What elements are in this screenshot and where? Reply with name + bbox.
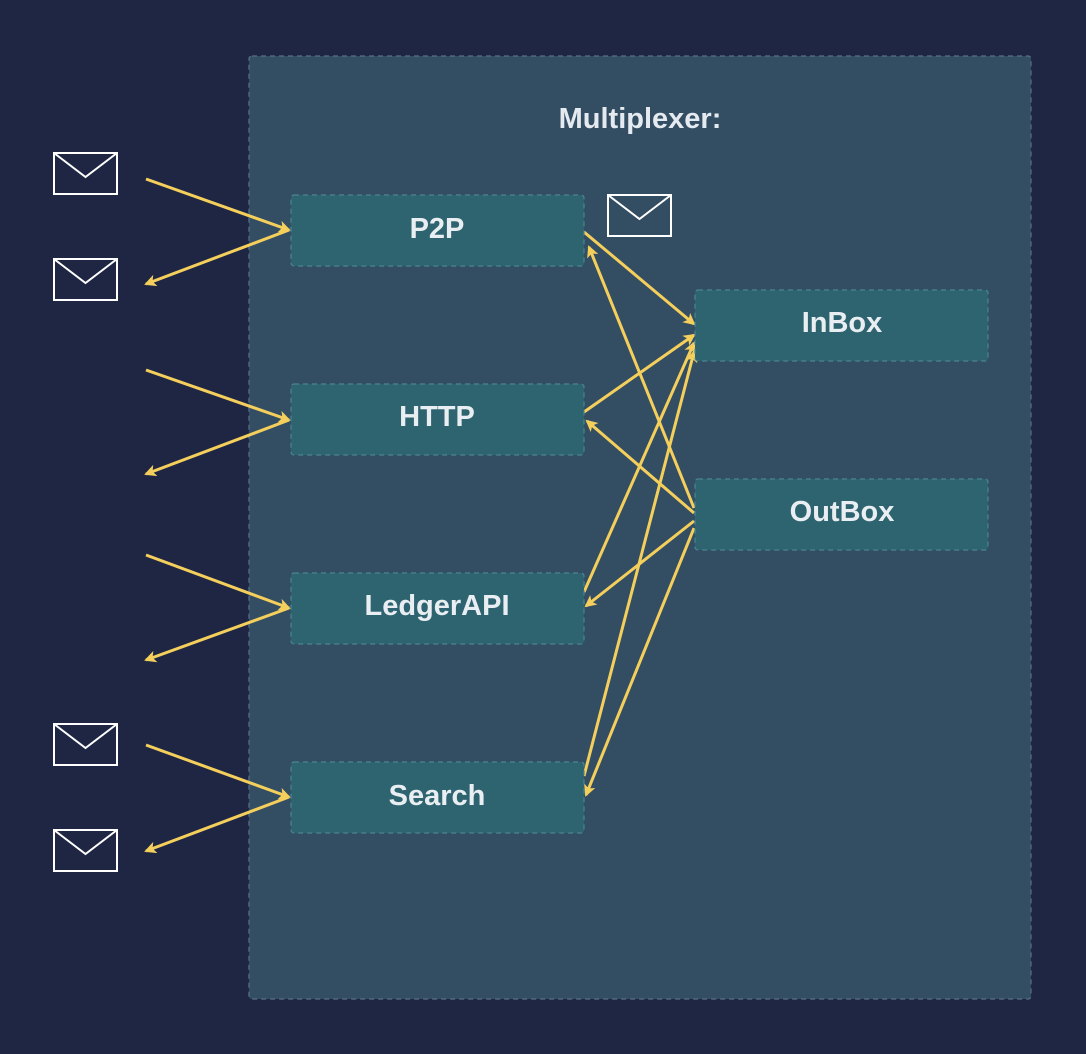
node-inbox xyxy=(694,289,989,362)
arrow-outbox-to-http xyxy=(585,419,695,515)
arrow-outbox-to-search xyxy=(584,527,696,797)
node-inbox-label: InBox xyxy=(802,307,883,339)
arrow-out-p2p xyxy=(144,228,290,287)
arrow-in-http xyxy=(145,368,291,423)
node-search xyxy=(290,761,585,834)
envelope-icon xyxy=(53,152,118,195)
node-outbox xyxy=(694,478,989,551)
envelope-icon xyxy=(53,723,118,766)
arrow-out-search xyxy=(144,795,290,854)
node-p2p xyxy=(290,194,585,267)
envelope-icon xyxy=(607,194,672,237)
arrow-p2p-to-inbox xyxy=(583,230,696,326)
arrow-in-ledgerapi xyxy=(145,553,291,611)
node-http xyxy=(290,383,585,456)
node-search-label: Search xyxy=(389,780,486,812)
arrow-outbox-to-ledgerapi xyxy=(584,519,695,608)
arrow-out-http xyxy=(144,418,290,477)
multiplexer-title: Multiplexer: xyxy=(559,103,722,135)
arrow-out-ledgerapi xyxy=(144,606,290,663)
envelope-icon xyxy=(53,258,118,301)
envelope-icon xyxy=(53,829,118,872)
node-p2p-label: P2P xyxy=(410,213,465,245)
arrow-in-p2p xyxy=(145,177,291,233)
node-http-label: HTTP xyxy=(399,401,475,433)
node-ledgerapi xyxy=(290,572,585,645)
arrow-in-search xyxy=(145,743,291,800)
node-outbox-label: OutBox xyxy=(790,496,895,528)
arrow-outbox-to-p2p xyxy=(587,245,696,509)
node-ledgerapi-label: LedgerAPI xyxy=(364,590,509,622)
